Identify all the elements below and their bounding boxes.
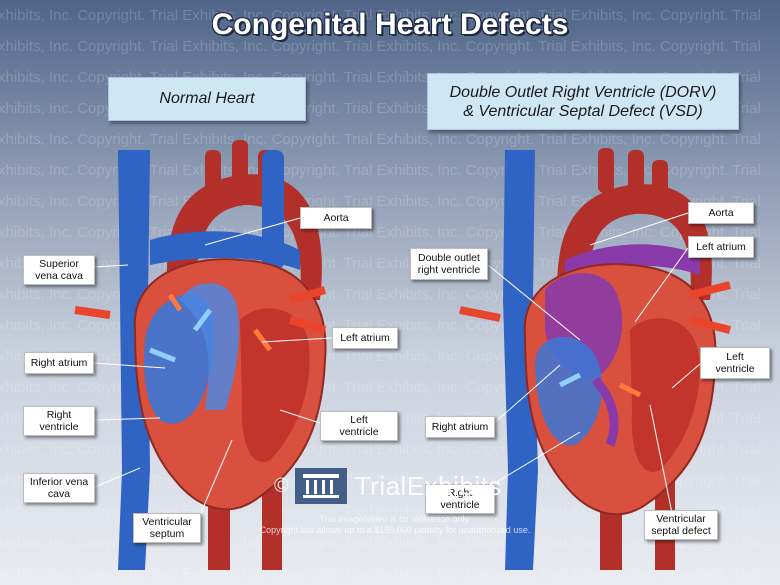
copyright-symbol: © [274,474,289,497]
callout-ventricular-septum: Ventricular septum [133,513,201,543]
callout-left-atrium-dorv: Left atrium [688,236,754,258]
columns-icon [294,468,347,504]
callout-right-atrium-normal-text: Right atrium [30,357,88,369]
callout-left-atrium-normal-text: Left atrium [340,332,390,344]
callout-inferior-vena-cava-text: Inferior vena cava [29,476,89,500]
callout-superior-vena-cava: Superior vena cava [23,255,95,285]
callout-aorta-normal: Aorta [300,207,372,229]
copyright-notice: This image/video is for reference only. … [230,514,560,536]
callout-left-ventricle-normal: Left ventricle [320,411,398,441]
callout-left-atrium-dorv-text: Left atrium [696,241,746,253]
callout-superior-vena-cava-text: Superior vena cava [35,258,83,282]
callout-aorta-dorv: Aorta [688,202,754,224]
callout-aorta-normal-text: Aorta [323,212,349,224]
dorv-label-line2: & Ventricular Septal Defect (VSD) [463,102,703,120]
callout-ventricular-septal-defect-text: Ventricular septal defect [651,513,711,537]
callout-left-atrium-normal: Left atrium [332,327,398,349]
notice-line1: This image/video is for reference only. [319,514,471,524]
dorv-heart-illustration [459,148,731,570]
callout-double-outlet-right-ventricle: Double outlet right ventricle [410,248,488,280]
trialexhibits-logo: © TrialExhibits [274,468,502,504]
brand-name: TrialExhibits [354,470,502,501]
page-title: Congenital Heart Defects [211,8,569,41]
callout-double-outlet-text: Double outlet right ventricle [417,252,481,276]
callout-left-ventricle-dorv: Left ventricle [700,347,770,379]
callout-left-ventricle-normal-text: Left ventricle [339,414,379,438]
callout-right-atrium-dorv: Right atrium [425,416,495,438]
callout-inferior-vena-cava: Inferior vena cava [23,473,95,503]
normal-heart-label-text: Normal Heart [159,90,255,107]
callout-right-ventricle-dorv: Right ventricle [425,484,495,514]
dorv-label-line1: Double Outlet Right Ventricle (DORV) [449,83,717,101]
callout-right-ventricle-normal-text: Right ventricle [39,409,79,433]
callout-right-atrium-dorv-text: Right atrium [431,421,489,433]
callout-ventricular-septum-text: Ventricular septum [142,516,192,540]
dorv-label: Double Outlet Right Ventricle (DORV) & V… [427,73,739,130]
notice-line2: Copyright law allows up to a $150,000 pe… [259,525,531,535]
callout-aorta-dorv-text: Aorta [708,207,734,219]
normal-heart-illustration [74,140,327,570]
callout-right-ventricle-normal: Right ventricle [23,406,95,436]
callout-left-ventricle-dorv-text: Left ventricle [715,351,755,375]
callout-right-atrium-normal: Right atrium [24,352,94,374]
callout-right-ventricle-dorv-text: Right ventricle [440,487,480,511]
callout-ventricular-septal-defect: Ventricular septal defect [644,510,718,540]
normal-heart-label: Normal Heart [108,77,306,121]
